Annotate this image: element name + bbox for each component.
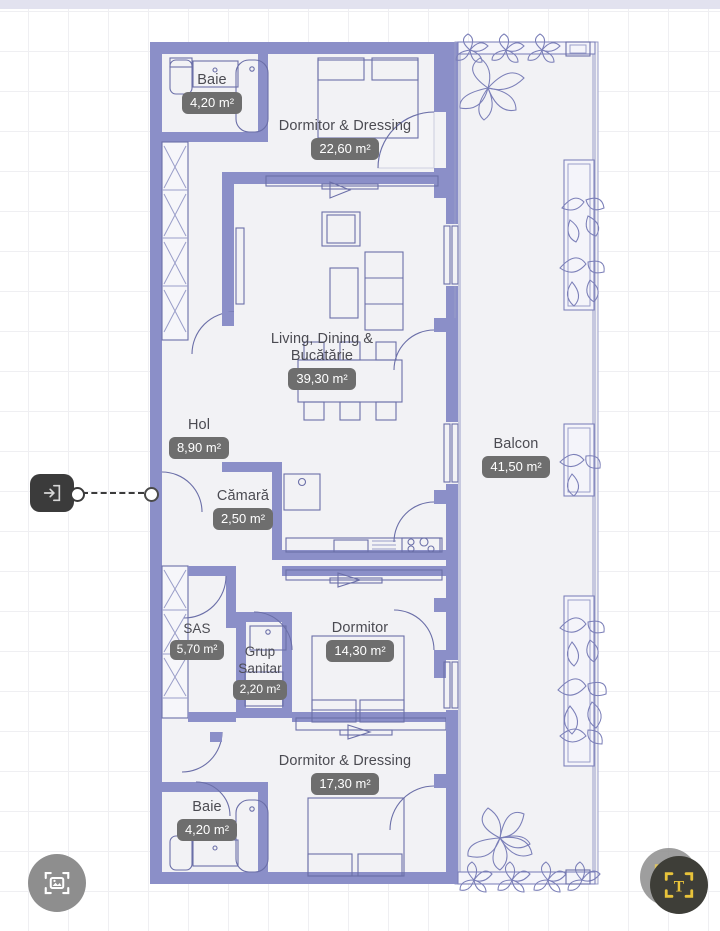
text-scan-glyph: T [674, 878, 685, 895]
image-scan-icon [44, 871, 70, 895]
entry-connector-line [82, 492, 144, 494]
image-scan-button[interactable] [28, 854, 86, 912]
entry-handle-start[interactable] [70, 487, 85, 502]
text-scan-icon: T [664, 872, 694, 898]
entry-point-marker[interactable] [30, 474, 74, 512]
text-scan-button[interactable]: T [650, 856, 708, 914]
status-bar-strip [0, 0, 720, 9]
enter-door-icon [43, 484, 61, 502]
entry-handle-end[interactable] [144, 487, 159, 502]
